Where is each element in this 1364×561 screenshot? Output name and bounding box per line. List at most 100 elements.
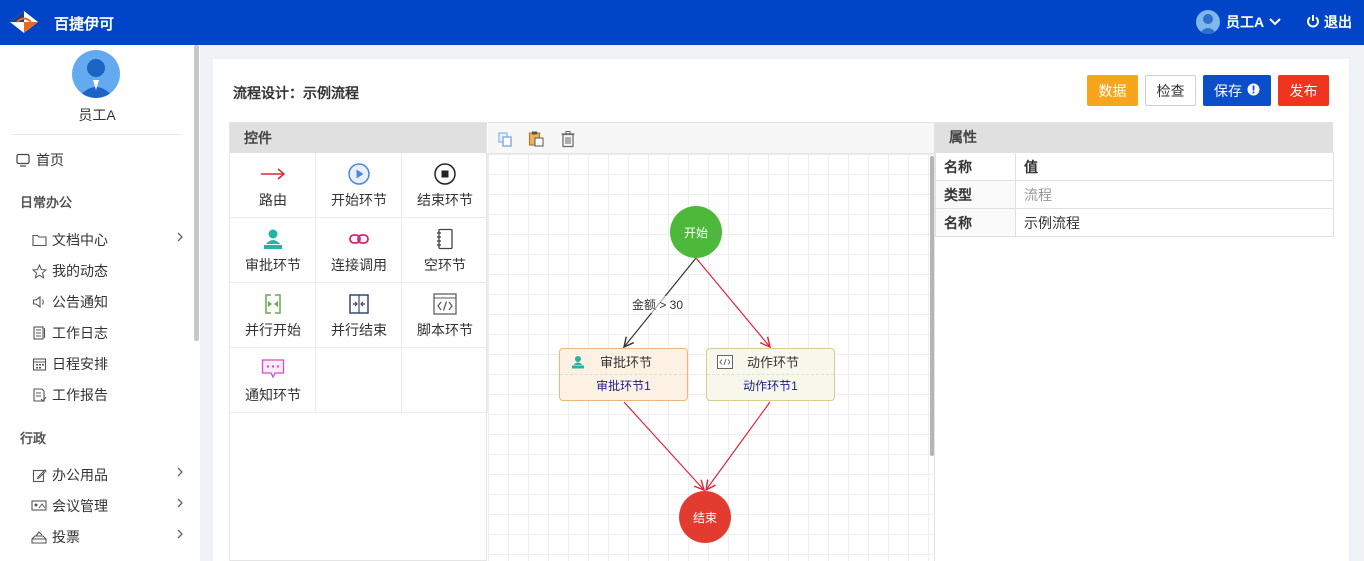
user-avatar-icon	[1196, 10, 1220, 34]
trash-icon[interactable]	[559, 130, 577, 148]
edge-start-to-action[interactable]	[695, 257, 770, 347]
flow-canvas-area: 金额 > 30 开始 审批环节 审批环节1 动作环节 动	[488, 122, 934, 561]
sidebar-item-my-activity[interactable]: 我的动态	[30, 258, 224, 284]
sidebar-item-announcements[interactable]: 公告通知	[30, 289, 224, 315]
sidebar-item-label: 我的动态	[52, 263, 108, 279]
properties-panel: 属性 名称 值 类型 流程 名称 示例流程	[934, 122, 1334, 561]
paste-icon[interactable]	[527, 130, 545, 148]
control-empty-cell	[402, 348, 488, 413]
power-icon	[1306, 14, 1320, 31]
sidebar-item-voting[interactable]: 投票	[30, 524, 224, 550]
sidebar-item-label: 文档中心	[52, 232, 108, 248]
edge-action-to-end[interactable]	[706, 401, 771, 490]
properties-header-row: 名称 值	[935, 152, 1334, 181]
copy-icon[interactable]	[496, 130, 514, 148]
action-node[interactable]: 动作环节 动作环节1	[706, 348, 835, 401]
property-key: 类型	[935, 180, 1016, 209]
approve-node[interactable]: 审批环节 审批环节1	[559, 348, 688, 401]
property-row[interactable]: 类型 流程	[935, 180, 1334, 209]
sidebar: 员工A 首页 日常办公 文档中心 我的动态 公告通知 工作日志	[0, 45, 200, 561]
sidebar-item-label: 首页	[36, 152, 64, 168]
code-icon	[402, 293, 488, 315]
edit-icon	[30, 466, 48, 484]
edge-condition-label[interactable]: 金额 > 30	[632, 296, 684, 313]
property-value[interactable]: 示例流程	[1015, 208, 1334, 237]
main-panel: 流程设计：示例流程 数据 检查 保存 发布 控件 路由 开始环节	[213, 59, 1349, 561]
control-route[interactable]: 路由	[230, 153, 316, 218]
control-parallel-start[interactable]: 并行开始	[230, 283, 316, 348]
control-link-call[interactable]: 连接调用	[316, 218, 402, 283]
approve-node-title: 审批环节	[600, 355, 653, 370]
logout-label: 退出	[1324, 14, 1352, 30]
approver-icon	[230, 228, 316, 250]
control-label: 脚本环节	[417, 322, 473, 338]
sidebar-item-label: 投票	[52, 529, 80, 545]
approve-node-name: 审批环节1	[596, 379, 651, 393]
sidebar-scrollbar[interactable]	[194, 45, 199, 341]
control-notify-step[interactable]: 通知环节	[230, 348, 316, 413]
save-button-label: 保存	[1214, 82, 1242, 99]
sidebar-divider	[12, 134, 182, 135]
control-label: 开始环节	[331, 192, 387, 208]
property-row[interactable]: 名称 示例流程	[935, 208, 1334, 237]
control-end-step[interactable]: 结束环节	[402, 153, 488, 218]
control-parallel-end[interactable]: 并行结束	[316, 283, 402, 348]
action-node-name: 动作环节1	[743, 379, 798, 393]
publish-button[interactable]: 发布	[1278, 75, 1329, 106]
notebook-icon	[30, 324, 48, 342]
chevron-right-icon	[176, 466, 184, 481]
control-empty-step[interactable]: 空环节	[402, 218, 488, 283]
logout-button[interactable]: 退出	[1306, 12, 1352, 32]
app-title: 百捷伊可	[54, 16, 115, 33]
flow-edges	[488, 257, 934, 561]
sidebar-item-office-supplies[interactable]: 办公用品	[30, 462, 224, 488]
stop-circle-icon	[402, 163, 488, 185]
sidebar-item-work-log[interactable]: 工作日志	[30, 320, 224, 346]
profile-avatar[interactable]	[72, 50, 120, 98]
speaker-icon	[30, 293, 48, 311]
user-menu[interactable]: 员工A	[1196, 10, 1282, 34]
user-name: 员工A	[1226, 14, 1265, 30]
canvas-scrollbar[interactable]	[930, 156, 934, 456]
control-label: 通知环节	[245, 387, 301, 403]
sidebar-item-label: 会议管理	[52, 498, 108, 514]
folder-icon	[30, 231, 48, 249]
message-icon	[230, 358, 316, 380]
column-header-value: 值	[1015, 152, 1334, 181]
control-label: 连接调用	[331, 257, 387, 273]
action-node-header: 动作环节	[707, 349, 834, 375]
action-node-title: 动作环节	[747, 355, 800, 370]
chevron-down-icon	[1268, 14, 1282, 31]
sidebar-item-schedule[interactable]: 日程安排	[30, 351, 224, 377]
control-approval-step[interactable]: 审批环节	[230, 218, 316, 283]
notebook-icon	[402, 228, 488, 250]
arrow-right-icon	[230, 163, 316, 185]
control-script-step[interactable]: 脚本环节	[402, 283, 488, 348]
sidebar-item-work-report[interactable]: 工作报告	[30, 382, 224, 408]
check-button[interactable]: 检查	[1145, 75, 1196, 106]
control-empty-cell	[316, 348, 402, 413]
property-key: 名称	[935, 208, 1016, 237]
sidebar-item-label: 日程安排	[52, 356, 108, 372]
edge-approve-to-end[interactable]	[623, 401, 704, 490]
report-icon	[30, 386, 48, 404]
code-icon	[717, 354, 733, 370]
sidebar-item-home[interactable]: 首页	[14, 147, 208, 173]
start-node[interactable]: 开始	[670, 206, 722, 258]
column-header-name: 名称	[935, 152, 1016, 181]
parallel-end-icon	[316, 293, 402, 315]
save-button[interactable]: 保存	[1203, 75, 1271, 106]
sidebar-item-documents[interactable]: 文档中心	[30, 227, 224, 253]
sidebar-item-label: 工作报告	[52, 387, 108, 403]
data-button[interactable]: 数据	[1087, 75, 1138, 106]
alert-icon	[1247, 83, 1260, 99]
app-logo-icon[interactable]	[8, 8, 40, 36]
end-node[interactable]: 结束	[679, 491, 731, 543]
control-label: 路由	[259, 192, 287, 208]
control-label: 空环节	[424, 257, 466, 273]
control-label: 结束环节	[417, 192, 473, 208]
ballot-box-icon	[30, 528, 48, 546]
control-start-step[interactable]: 开始环节	[316, 153, 402, 218]
flow-canvas[interactable]: 金额 > 30 开始 审批环节 审批环节1 动作环节 动	[488, 154, 934, 561]
sidebar-item-meetings[interactable]: 会议管理	[30, 493, 224, 519]
